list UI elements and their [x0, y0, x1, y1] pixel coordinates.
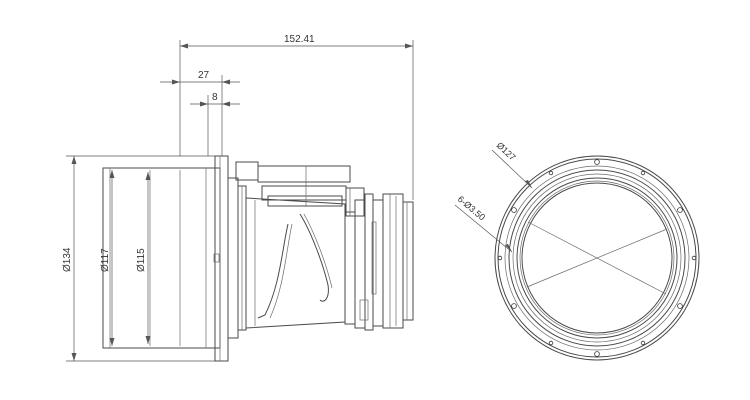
bolt-circle-label: Ø127: [495, 140, 518, 162]
overall-length-label: 152.41: [284, 34, 315, 45]
flange-to-mount-label: 27: [198, 70, 210, 81]
mount-holes: [497, 159, 697, 357]
flange-diameter-label: Ø134: [62, 247, 73, 272]
dimension-bolt-circle: Ø127: [491, 140, 533, 189]
lens-glass-circle: [521, 182, 673, 334]
dimension-mount-holes: 6-Ø3.50: [454, 194, 513, 253]
barrel-inner-diameter-label: Ø115: [136, 248, 147, 272]
dimension-flange-diameter: Ø134: [62, 155, 215, 362]
side-view: 152.41 27 8 Ø134: [62, 34, 414, 362]
dimension-flange-to-mount: 27: [160, 70, 240, 156]
dimension-overall-length: 152.41: [179, 34, 414, 200]
flange-thickness-label: 8: [212, 92, 218, 103]
dimension-flange-thickness: 8: [190, 92, 240, 156]
front-barrel: [102, 155, 229, 362]
outer-flange-circle: [494, 155, 700, 361]
rear-body: [227, 161, 414, 339]
dimension-barrel-outer-diameter: Ø117: [100, 170, 115, 346]
front-view: Ø127 6-Ø3.50: [454, 140, 700, 361]
barrel-outer-diameter-label: Ø117: [100, 248, 111, 272]
dimension-barrel-inner-diameter: Ø115: [136, 172, 151, 344]
